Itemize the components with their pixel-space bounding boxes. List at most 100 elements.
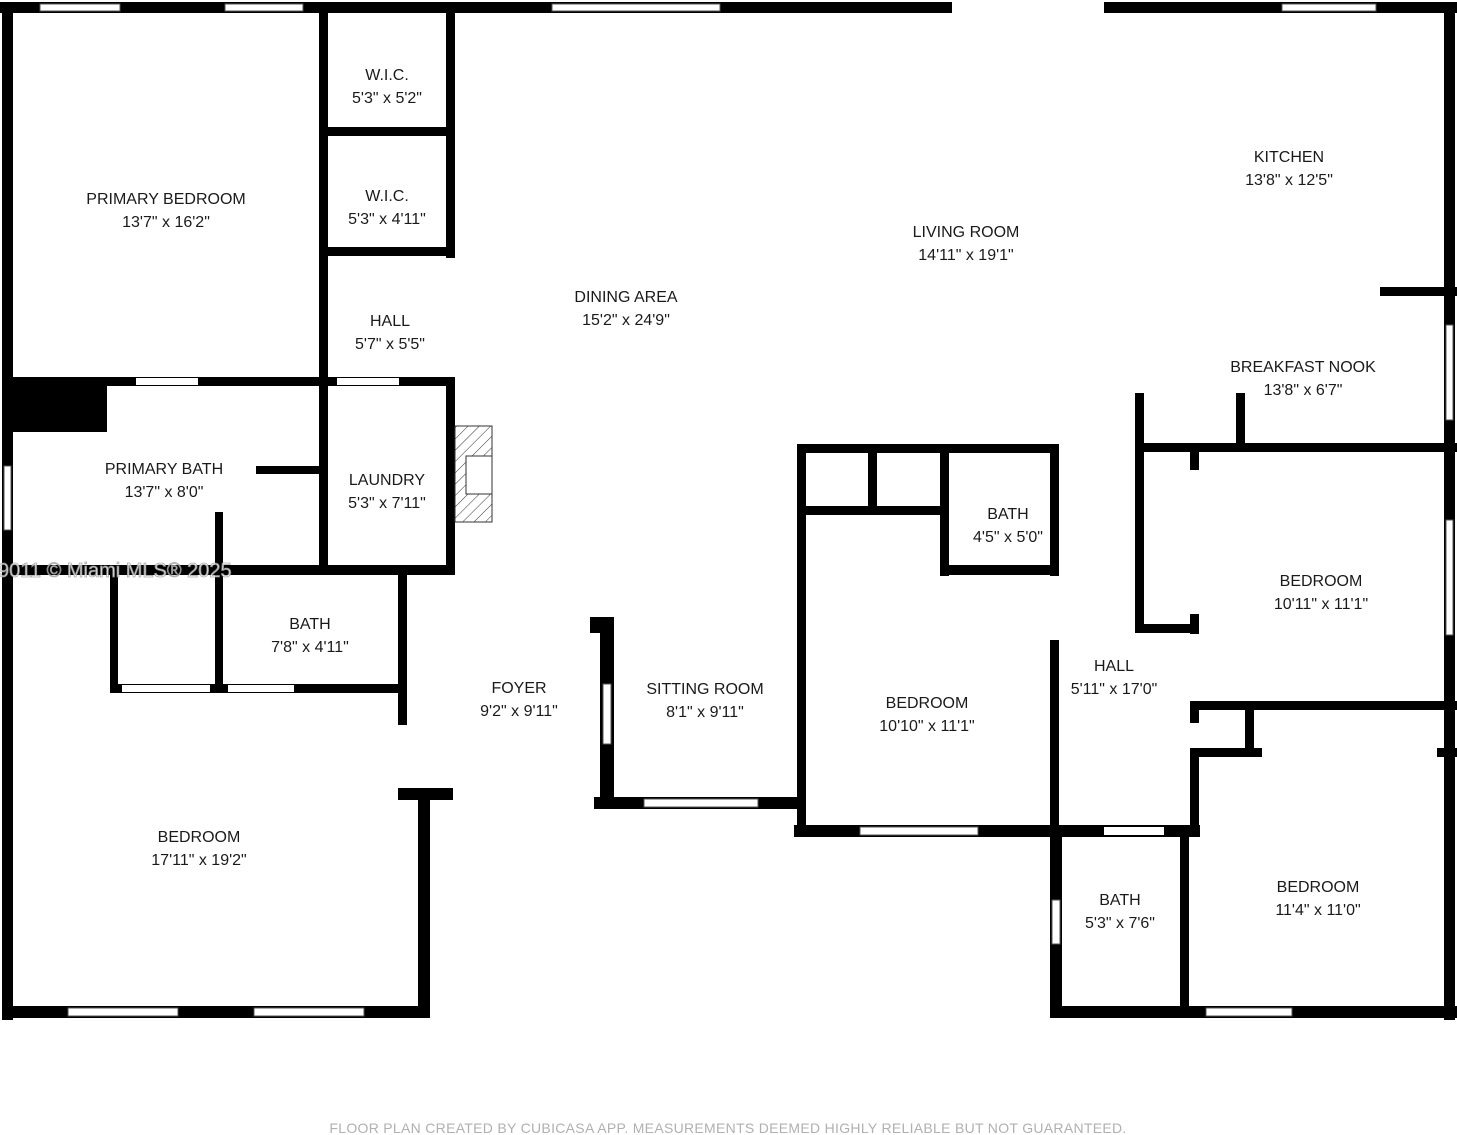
wall-bath-west-west [110, 565, 118, 692]
window-north-5 [1281, 3, 1377, 12]
room-primary-bedroom: PRIMARY BEDROOM 13'7" x 16'2" [86, 191, 245, 231]
windows [3, 2, 1454, 1017]
room-dimensions: 5'7" x 5'5" [355, 336, 425, 353]
window-bath-east [1051, 899, 1061, 945]
wall-bath-west-east [398, 565, 407, 725]
room-dimensions: 13'8" x 6'7" [1264, 382, 1343, 399]
wall-bedroom-east-upper-west [1190, 448, 1199, 470]
room-dimensions: 5'11" x 17'0" [1071, 681, 1158, 698]
wall-bath-center-south [940, 565, 1059, 575]
room-wic-2: W.I.C. 5'3" x 4'11" [348, 188, 426, 228]
wall-primary-bedroom-east [319, 2, 328, 380]
wall-west-wing-east [418, 800, 430, 1018]
window-east-nook [1445, 324, 1454, 421]
wall-bath-east-east [1180, 825, 1189, 1018]
wall-primary-bath-stub [256, 466, 322, 474]
wall-east-stub [1437, 748, 1457, 757]
room-dimensions: 5'3" x 5'2" [352, 90, 422, 107]
wall-linen-south [1190, 748, 1262, 757]
room-dimensions: 13'8" x 12'5" [1245, 172, 1333, 189]
room-name: BEDROOM [886, 695, 969, 712]
room-dimensions: 13'7" x 16'2" [122, 214, 210, 231]
door-bath-west [122, 685, 210, 692]
wall-laundry-east [446, 377, 455, 575]
room-name: HALL [370, 313, 410, 330]
window-south-2 [253, 1007, 365, 1017]
wall-closet-divider-1 [868, 444, 877, 510]
window-foyer-divider [602, 683, 612, 745]
door-bath-west-2 [228, 685, 294, 692]
room-dining-area: DINING AREA 15'2" x 24'9" [574, 289, 677, 329]
wall-bedroom-east-upper-west-2 [1190, 614, 1199, 634]
wall-kitchen-stub [1380, 287, 1457, 296]
room-name: BATH [987, 506, 1028, 523]
room-name: W.I.C. [365, 67, 409, 84]
room-breakfast-nook: BREAKFAST NOOK 13'8" x 6'7" [1230, 359, 1376, 399]
room-dimensions: 17'11" x 19'2" [151, 852, 246, 869]
room-labels: PRIMARY BEDROOM 13'7" x 16'2" W.I.C. 5'3" x… [86, 67, 1376, 932]
room-dimensions: 9'2" x 9'11" [480, 703, 558, 720]
wall-bedroom-center-east [1050, 640, 1059, 837]
wall-bedroom-east-lower-west-top [1190, 757, 1199, 837]
room-dimensions: 5'3" x 7'11" [348, 495, 426, 512]
wall-wic-south [319, 247, 455, 256]
room-name: W.I.C. [365, 188, 409, 205]
disclaimer: FLOOR PLAN CREATED BY CUBICASA APP. MEAS… [329, 1120, 1126, 1135]
room-dimensions: 8'1" x 9'11" [666, 704, 744, 721]
room-primary-bath: PRIMARY BATH 13'7" x 8'0" [105, 461, 223, 501]
wall-bath-center-west [940, 444, 949, 576]
room-dimensions: 5'3" x 4'11" [348, 211, 426, 228]
wall-bedroom-east-lower-stub [1190, 701, 1199, 723]
room-kitchen: KITCHEN 13'8" x 12'5" [1245, 149, 1333, 189]
room-name: LIVING ROOM [913, 224, 1020, 241]
room-name: LAUNDRY [349, 472, 426, 489]
room-bath-east: BATH 5'3" x 7'6" [1085, 892, 1155, 932]
wall-foyer-step [398, 788, 453, 800]
room-name: BEDROOM [1277, 879, 1360, 896]
room-laundry: LAUNDRY 5'3" x 7'11" [348, 472, 426, 512]
mls-watermark: 9011 © Miami MLS® 2025 [0, 560, 232, 582]
room-dimensions: 15'2" x 24'9" [582, 312, 670, 329]
room-wic-1: W.I.C. 5'3" x 5'2" [352, 67, 422, 107]
wall-east [1444, 2, 1455, 1020]
wall-nook-closet-west [1135, 393, 1144, 633]
room-dimensions: 5'3" x 7'6" [1085, 915, 1155, 932]
room-dimensions: 11'4" x 11'0" [1275, 902, 1360, 919]
window-north-2 [224, 3, 304, 12]
room-name: PRIMARY BEDROOM [86, 191, 245, 208]
room-bedroom-center: BEDROOM 10'10" x 11'1" [879, 695, 974, 735]
wall-bedroom-center-west [797, 444, 806, 837]
fireplace-hearth [465, 455, 493, 495]
window-north-3 [551, 3, 721, 12]
wall-nook-closet-east [1236, 393, 1245, 448]
room-name: HALL [1094, 658, 1134, 675]
wall-nook-south [1135, 443, 1457, 452]
window-west-bath [3, 465, 12, 531]
room-name: BEDROOM [1280, 573, 1363, 590]
room-name: DINING AREA [574, 289, 677, 306]
window-bedroom-east-lower [1205, 1007, 1293, 1017]
room-sitting-room: SITTING ROOM 8'1" x 9'11" [646, 681, 763, 721]
opening-north-4 [952, 2, 1104, 13]
wall-wic-divider [319, 127, 455, 136]
room-name: SITTING ROOM [646, 681, 763, 698]
room-dimensions: 13'7" x 8'0" [125, 484, 204, 501]
door-primary-bath [136, 378, 198, 385]
window-north-1 [39, 3, 121, 12]
wall-closet-east-south [1135, 624, 1198, 633]
room-name: BATH [1099, 892, 1140, 909]
wall-closet-south [797, 506, 949, 515]
room-name: BREAKFAST NOOK [1230, 359, 1376, 376]
room-name: KITCHEN [1254, 149, 1324, 166]
door-laundry [337, 378, 399, 385]
door-bedroom-center [810, 567, 932, 574]
room-hall-east: HALL 5'11" x 17'0" [1071, 658, 1158, 698]
room-dimensions: 10'10" x 11'1" [879, 718, 974, 735]
room-name: PRIMARY BATH [105, 461, 223, 478]
